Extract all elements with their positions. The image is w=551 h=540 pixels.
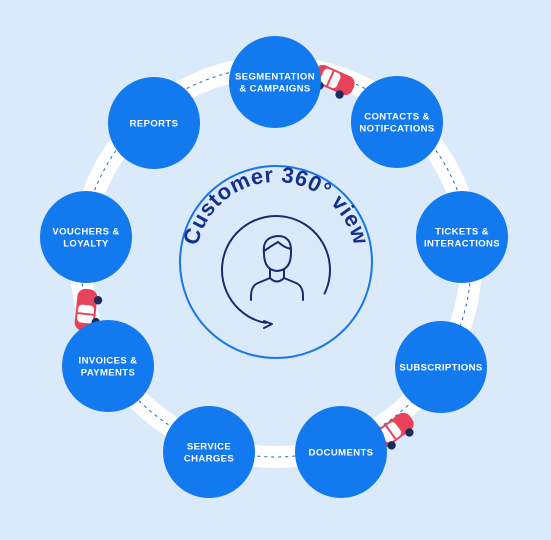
- node-documents: DOCUMENTS: [295, 406, 387, 498]
- node-label: CHARGES: [184, 454, 234, 465]
- node-label: DOCUMENTS: [309, 448, 374, 459]
- node-label: CONTACTS &: [364, 112, 430, 123]
- node-circle: [163, 406, 255, 498]
- node-label: SEGMENTATION: [235, 72, 315, 83]
- node-subscriptions: SUBSCRIPTIONS: [395, 321, 487, 413]
- node-circle: [416, 191, 508, 283]
- node-label: NOTIFCATIONS: [359, 124, 434, 135]
- node-circle: [351, 76, 443, 168]
- node-vouchers: VOUCHERS &LOYALTY: [40, 191, 132, 283]
- node-contacts: CONTACTS &NOTIFCATIONS: [351, 76, 443, 168]
- node-label: SERVICE: [187, 442, 231, 453]
- node-label: INVOICES &: [79, 356, 138, 367]
- node-reports: REPORTS: [108, 77, 200, 169]
- center-outer-circle: [179, 165, 373, 359]
- node-label: & CAMPAIGNS: [239, 84, 310, 95]
- node-tickets: TICKETS &INTERACTIONS: [416, 191, 508, 283]
- node-label: REPORTS: [130, 119, 179, 130]
- node-label: TICKETS &: [435, 227, 489, 238]
- center-inner-circle: [221, 215, 331, 325]
- node-circle: [62, 320, 154, 412]
- node-label: PAYMENTS: [81, 368, 135, 379]
- node-label: LOYALTY: [63, 239, 109, 250]
- rotation-arrow-icon: [263, 320, 273, 329]
- node-invoices: INVOICES &PAYMENTS: [62, 320, 154, 412]
- person-icon: [250, 235, 304, 301]
- node-circle: [108, 77, 200, 169]
- node-label: INTERACTIONS: [424, 239, 500, 250]
- node-label: SUBSCRIPTIONS: [399, 363, 482, 374]
- center-hub: Customer 360° view: [178, 162, 373, 359]
- node-circle: [40, 191, 132, 283]
- node-circle: [295, 406, 387, 498]
- node-label: VOUCHERS &: [52, 227, 119, 238]
- node-circle: [395, 321, 487, 413]
- node-circle: [229, 36, 321, 128]
- node-segmentation: SEGMENTATION& CAMPAIGNS: [229, 36, 321, 128]
- nodes-layer: SEGMENTATION& CAMPAIGNS CONTACTS &NOTIFCA…: [40, 36, 508, 498]
